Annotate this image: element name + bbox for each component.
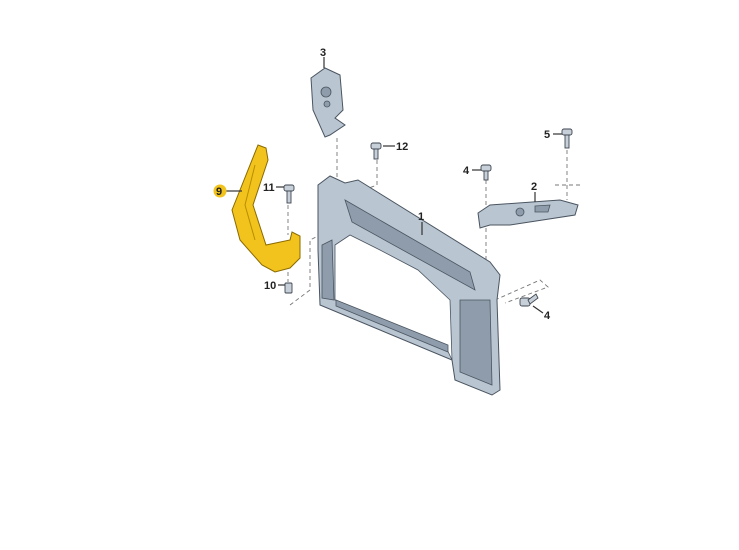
label-part-4: 4 — [463, 165, 470, 177]
label-part-5: 5 — [544, 129, 550, 141]
label-part-2: 2 — [531, 181, 537, 193]
leader-lines — [226, 57, 562, 314]
part-3-bracket[interactable] — [310, 67, 346, 138]
bolt-4-upper[interactable] — [480, 164, 492, 181]
bolt-12[interactable] — [370, 142, 382, 160]
label-part-10: 10 — [264, 280, 276, 292]
label-part-1: 1 — [418, 211, 424, 223]
bolt-11[interactable] — [283, 184, 295, 204]
label-part-12: 12 — [396, 141, 408, 153]
label-part-3: 3 — [320, 47, 326, 59]
part-9-highlighted-bracket[interactable] — [231, 144, 301, 273]
part-2-bracket[interactable] — [477, 199, 579, 229]
label-part-11: 11 — [263, 182, 275, 194]
highlight-marker — [213, 184, 227, 198]
part-1-front-end-carrier[interactable] — [317, 175, 501, 396]
label-part-9: 9 — [216, 186, 222, 198]
nut-10[interactable] — [284, 282, 293, 294]
bolt-4-lower[interactable] — [519, 293, 539, 307]
bolt-5[interactable] — [561, 128, 573, 149]
label-part-4-lower: 4 — [544, 310, 551, 322]
